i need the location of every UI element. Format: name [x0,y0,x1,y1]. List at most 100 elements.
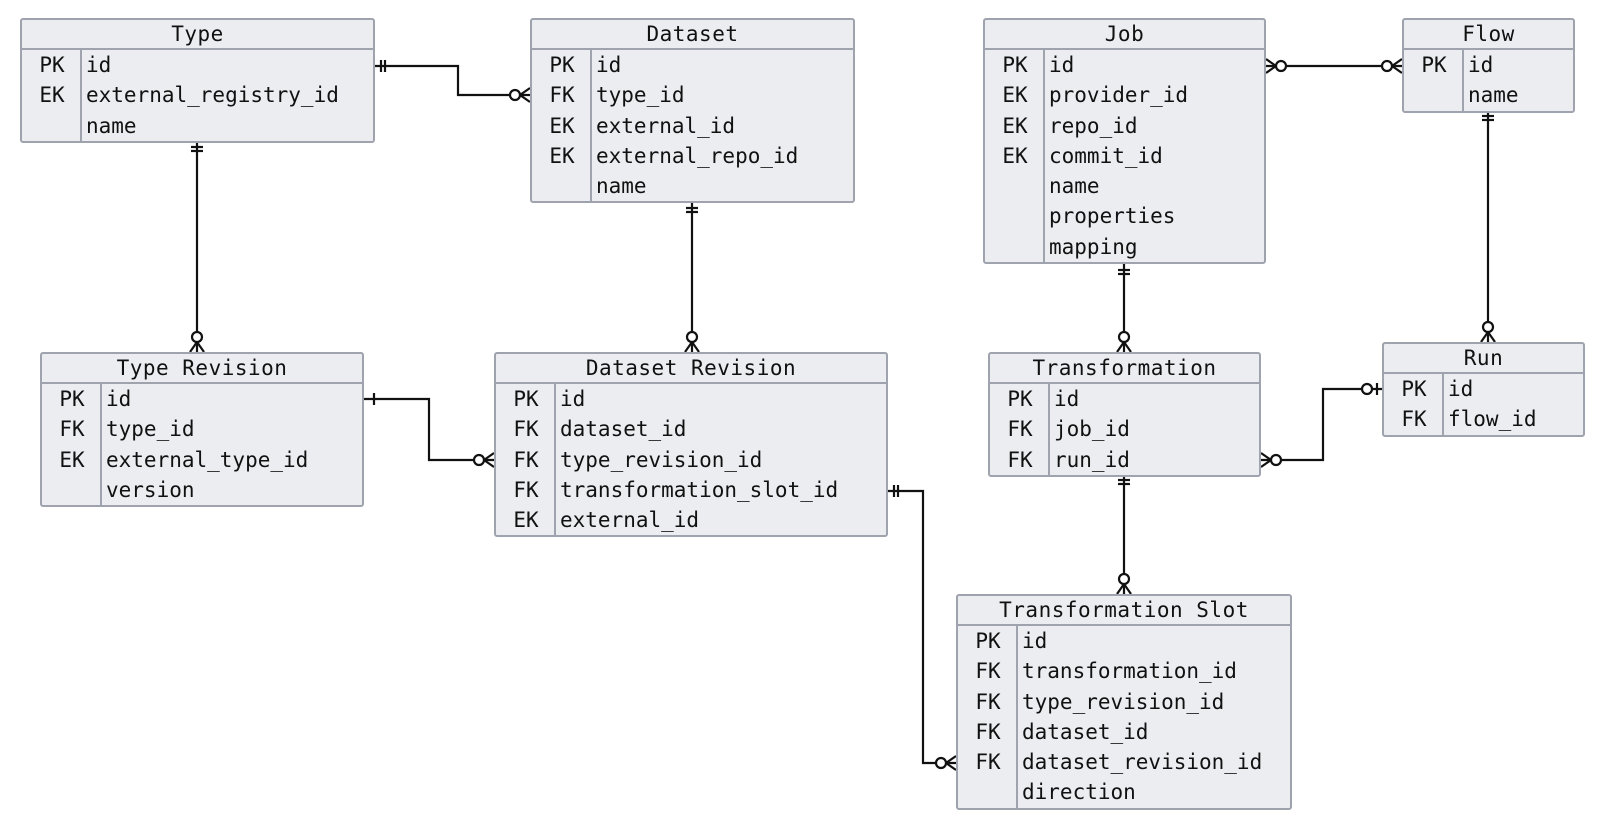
field-name: name [596,174,647,199]
key-type: EK [549,113,575,138]
field-name: external_registry_id [86,83,339,108]
cardinality-circle [685,330,699,344]
relationship-line [364,397,494,462]
field-name: id [1049,53,1075,77]
key-type: FK [59,417,85,442]
key-type: PK [975,629,1001,653]
key-type: PK [59,387,85,411]
attribute-row: direction [958,777,1290,807]
key-type: FK [1401,407,1427,432]
attribute-row: FK type_revision_id [496,445,886,475]
attribute-row: name [532,171,853,201]
cardinality-circle [508,88,522,102]
column-divider [590,50,592,202]
entity-title: Flow [1404,20,1573,50]
key-type: FK [513,477,539,502]
entity-title: Dataset Revision [496,354,886,384]
key-type [42,475,102,505]
entity-title: Transformation [990,354,1259,384]
cardinality-circle [1380,59,1394,73]
key-type: EK [39,83,65,108]
attribute-row: name [985,171,1264,201]
key-type [958,777,1018,807]
field-name: commit_id [1049,143,1163,168]
key-type [532,171,592,201]
field-name: provider_id [1049,83,1189,108]
attribute-row: EK external_registry_id [22,80,373,110]
cardinality-circle [472,453,486,467]
attribute-row: FK job_id [990,414,1259,444]
attribute-row: EK external_repo_id [532,141,853,171]
column-divider [80,50,82,141]
attribute-row: EK external_id [496,505,886,535]
cardinality-circle [190,330,204,344]
relationship-line [1261,387,1382,462]
entity-title: Run [1384,344,1583,374]
key-type: EK [513,508,539,533]
field-name: external_id [560,508,700,533]
field-name: job_id [1054,417,1130,442]
key-type [22,111,82,141]
attribute-row: version [42,475,362,505]
field-name: type_id [106,417,195,442]
field-name: id [106,387,132,411]
key-type: EK [549,143,575,168]
field-name: direction [1022,780,1136,805]
cardinality-circle [1274,59,1288,73]
field-name: dataset_id [1022,719,1149,744]
column-divider [100,384,102,506]
attribute-row: FK flow_id [1384,404,1583,434]
field-name: type_revision_id [560,447,763,472]
field-name: external_repo_id [596,143,799,168]
relationship-line [375,64,530,97]
key-type: PK [549,53,575,77]
field-name: id [1054,387,1080,411]
key-type: EK [1002,143,1028,168]
column-divider [554,384,556,536]
field-name: id [596,53,622,77]
key-type: FK [513,447,539,472]
key-type: FK [975,750,1001,775]
field-name: dataset_id [560,417,687,442]
field-name: name [86,113,137,138]
field-name: flow_id [1448,407,1537,432]
field-name: type_revision_id [1022,689,1225,714]
column-divider [1048,384,1050,475]
attribute-row: name [22,111,373,141]
field-name: id [86,53,112,77]
key-type: PK [513,387,539,411]
key-type: PK [1401,377,1427,401]
key-type: FK [1007,417,1033,442]
field-name: repo_id [1049,113,1138,138]
key-type [985,171,1045,201]
attribute-row: mapping [985,232,1264,262]
attribute-row: EK commit_id [985,141,1264,171]
key-type: EK [1002,83,1028,108]
key-type: EK [59,447,85,472]
field-name: properties [1049,204,1176,229]
key-type [1404,80,1464,110]
entity-title: Job [985,20,1264,50]
cardinality-circle [1117,330,1131,344]
attribute-row: properties [985,201,1264,231]
column-divider [1442,374,1444,435]
attribute-row: PK id [532,50,853,80]
field-name: mapping [1049,234,1138,259]
